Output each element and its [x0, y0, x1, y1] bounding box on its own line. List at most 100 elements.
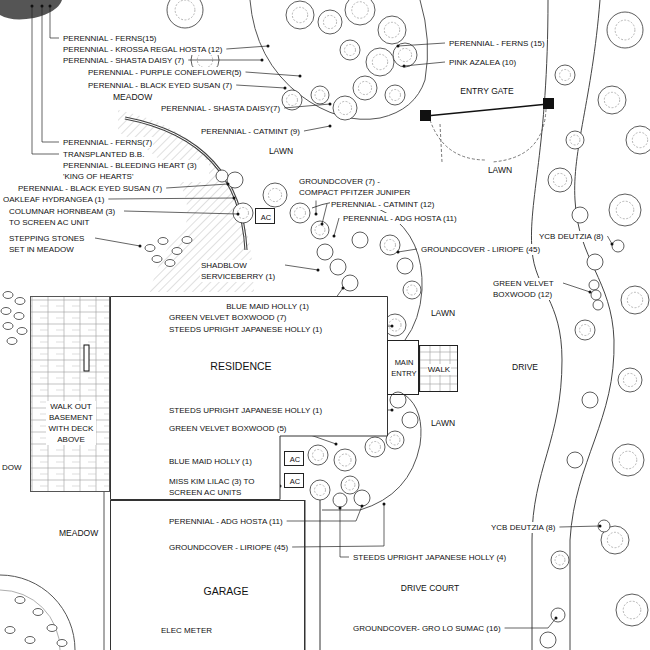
plant-symbol — [308, 445, 328, 465]
leader-line — [284, 104, 330, 108]
leader-dot — [315, 213, 318, 216]
plant-texture — [390, 435, 400, 445]
plant-symbol — [566, 131, 584, 149]
stepping-stone — [172, 248, 182, 255]
plant-symbol — [286, 1, 314, 29]
plant-symbol — [591, 290, 601, 300]
walk-pavers — [419, 345, 458, 392]
leader-line — [563, 283, 590, 292]
plant-callout: PERENNIAL - FERNS(7) — [62, 137, 153, 148]
plant-callout: GREEN VELVET BOXWOOD (12) — [492, 278, 560, 300]
plant-symbol — [582, 392, 598, 408]
plant-texture — [345, 480, 355, 490]
plant-texture — [390, 90, 401, 101]
leader-dot — [391, 325, 394, 328]
plant-texture — [175, 0, 195, 20]
node-label: RESIDENCE — [210, 361, 271, 372]
leader-line — [292, 504, 384, 547]
dark-rock — [0, 0, 62, 19]
leader-dot — [339, 507, 342, 510]
site-label: ELEC METER — [160, 625, 213, 636]
leader-line — [322, 204, 327, 224]
plant-texture — [604, 92, 619, 107]
plant-texture — [295, 208, 306, 219]
plant-callout: GROUNDCOVER- GRO LO SUMAC (16) — [352, 623, 502, 634]
plant-callout: STEPPING STONES SET IN MEADOW — [8, 233, 92, 255]
entry-box: MAIN ENTRY — [387, 340, 419, 395]
leader-line — [236, 85, 285, 88]
plant-callout: PERENNIAL - KROSSA REGAL HOSTA (12) — [62, 44, 223, 55]
plant-callout: STEEDS UPRIGHT JAPANESE HOLLY (1) — [168, 324, 323, 335]
leader-dot — [329, 125, 332, 128]
site-label: DRIVE COURT — [400, 583, 460, 594]
plant-symbol — [598, 86, 626, 114]
plant-texture — [338, 101, 351, 114]
plant-callout: BLUE MAID HOLLY (1) — [168, 456, 253, 467]
plant-symbol — [341, 476, 359, 494]
stepping-stone — [1, 308, 11, 315]
site-label: LAWN — [430, 418, 456, 429]
meadow-circle — [0, 590, 60, 650]
plant-symbol — [311, 221, 329, 239]
plant-callout: YCB DEUTZIA (8) — [538, 231, 604, 242]
plant-texture — [398, 48, 411, 61]
stepping-stone — [57, 640, 67, 647]
deck-stair — [84, 345, 89, 371]
plant-symbol — [575, 320, 595, 340]
leader-dot — [599, 525, 602, 528]
plant-callout: GREEN VELVET BOXWOOD (5) — [168, 423, 288, 434]
plant-callout: PERENNIAL - BLACK EYED SUSAN (7) — [87, 80, 233, 91]
plant-callout: PERENNIAL - SHASTA DAISY(7) — [160, 103, 281, 114]
ac-unit: AC — [284, 473, 304, 488]
meadow-circle — [0, 575, 75, 650]
plant-texture — [607, 532, 622, 547]
walk-box: WALK — [419, 345, 458, 392]
leader-dot — [329, 103, 332, 106]
plant-texture — [623, 373, 636, 386]
leader-dot — [555, 617, 558, 620]
leader-dot — [321, 223, 324, 226]
entry-gate-line — [426, 104, 548, 116]
plant-symbol — [333, 493, 347, 507]
plant-texture — [287, 95, 298, 106]
leader-dot — [267, 45, 270, 48]
site-label: LAWN — [430, 308, 456, 319]
plant-symbol — [589, 280, 599, 290]
stepping-stone — [145, 245, 155, 252]
leader-dot — [237, 213, 240, 216]
plant-symbol — [353, 76, 377, 100]
leader-line — [50, 6, 59, 38]
leader-dot — [261, 59, 264, 62]
plant-callout: STEEDS UPRIGHT JAPANESE HOLLY (4) — [352, 552, 507, 563]
plant-symbol — [540, 632, 556, 648]
plant-texture — [616, 201, 634, 219]
fence-line — [104, 492, 105, 650]
plant-texture — [385, 240, 396, 251]
leader-dot — [333, 235, 336, 238]
plant-symbol — [333, 96, 357, 120]
leader-dot — [391, 409, 394, 412]
leader-dot — [299, 75, 302, 78]
leader-line — [246, 72, 300, 76]
plant-callout: PERENNIAL - SHASTA DAISY (7) — [62, 55, 185, 66]
leader-line — [287, 506, 362, 521]
drive-court-edge — [320, 500, 321, 650]
plant-symbol — [607, 12, 643, 48]
stepping-stone — [33, 609, 43, 616]
plant-callout: PERENNIAL - PURPLE CONEFLOWER(5) — [87, 67, 243, 78]
plant-symbol — [342, 275, 358, 291]
stepping-stone — [158, 238, 168, 245]
node-label: AC — [290, 476, 300, 487]
plant-symbol — [227, 172, 243, 188]
leader-line — [334, 218, 339, 236]
node-label: WALK OUT BASEMENT WITH DECK ABOVE — [46, 401, 96, 445]
plant-callout: PERENNIAL - ADG HOSTA (11) — [168, 516, 284, 527]
plant-texture — [627, 292, 642, 307]
planting-bed — [250, 0, 428, 119]
leader-line — [226, 46, 268, 49]
plant-texture — [313, 450, 324, 461]
plant-texture — [580, 325, 591, 336]
leader-line — [95, 238, 140, 246]
plant-texture — [632, 132, 647, 147]
leader-dot — [611, 243, 614, 246]
